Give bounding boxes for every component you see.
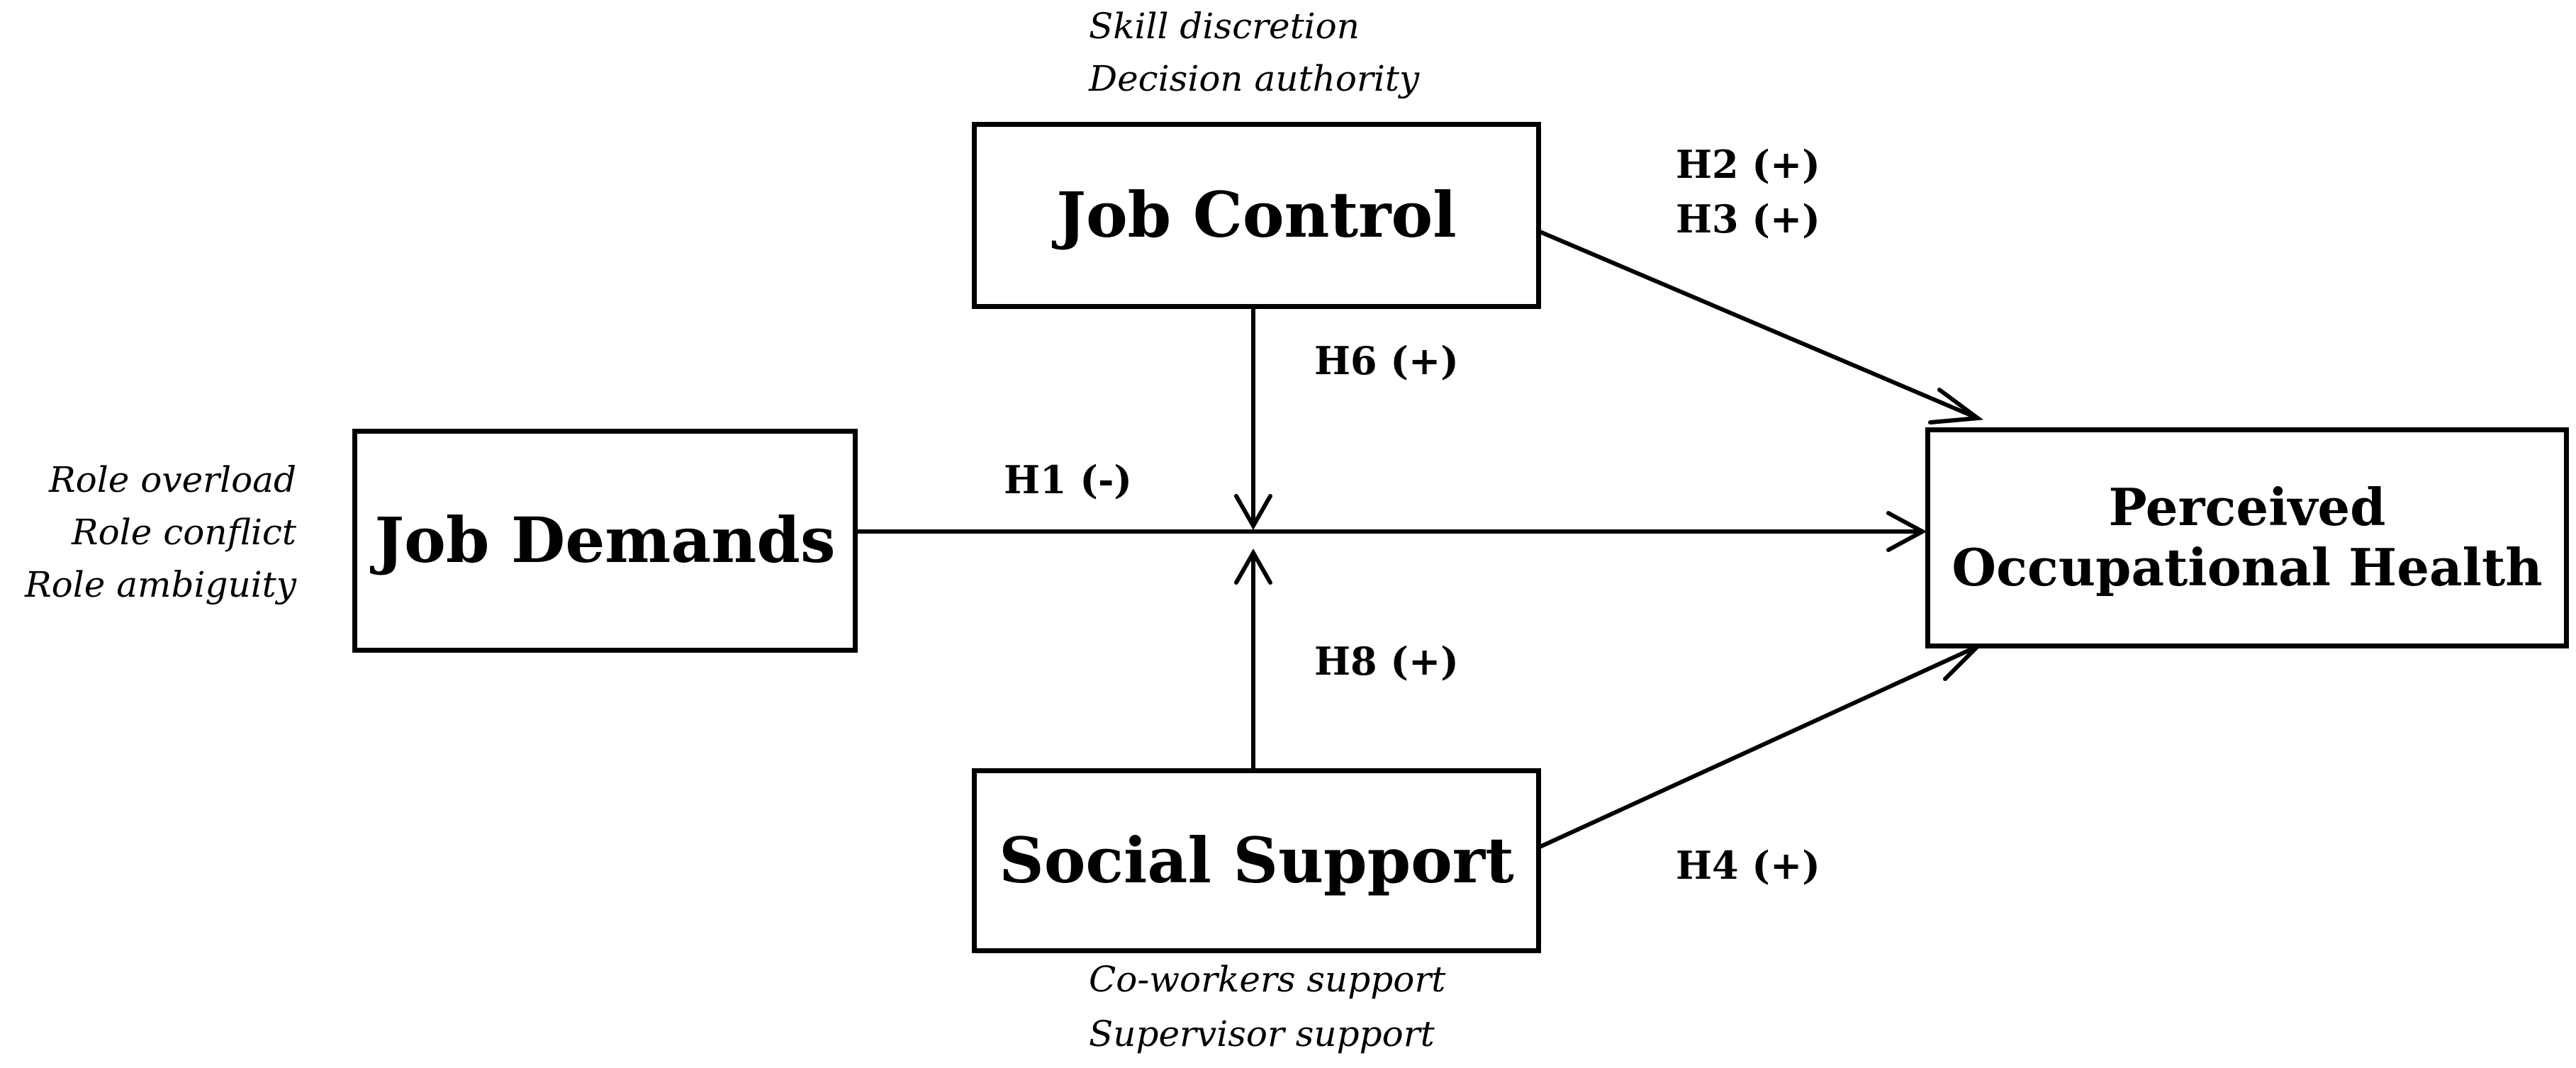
hypothesis-h2: H2 (+) bbox=[1676, 142, 1820, 187]
perceived-health-box: Perceived Occupational Health bbox=[1925, 427, 2569, 648]
job-demands-dimension-1: Role overload bbox=[49, 459, 296, 500]
job-demands-label: Job Demands bbox=[374, 503, 836, 578]
arrow-control-to-health bbox=[1536, 229, 1984, 425]
social-support-dimension-2: Supervisor support bbox=[1089, 1013, 1435, 1055]
perceived-health-line-1: Perceived bbox=[2108, 477, 2386, 538]
arrow-support-moderation bbox=[1234, 548, 1272, 770]
social-support-dimension-1: Co-workers support bbox=[1089, 959, 1446, 1000]
job-control-dimension-2: Decision authority bbox=[1089, 58, 1420, 99]
hypothesis-h6: H6 (+) bbox=[1314, 338, 1459, 383]
social-support-box: Social Support bbox=[972, 768, 1541, 953]
social-support-label: Social Support bbox=[999, 823, 1514, 897]
job-demands-dimension-3: Role ambiguity bbox=[25, 564, 296, 605]
arrow-support-to-health bbox=[1536, 642, 1983, 850]
hypothesis-h4: H4 (+) bbox=[1676, 843, 1820, 888]
hypothesis-h8: H8 (+) bbox=[1314, 639, 1459, 684]
arrow-control-moderation bbox=[1234, 307, 1272, 531]
perceived-health-label: Perceived Occupational Health bbox=[1951, 477, 2543, 598]
job-control-dimension-1: Skill discretion bbox=[1089, 6, 1360, 47]
arrow-demands-to-health bbox=[856, 511, 1927, 552]
perceived-health-line-2: Occupational Health bbox=[1951, 537, 2543, 597]
job-demands-box: Job Demands bbox=[352, 429, 858, 653]
job-control-label: Job Control bbox=[1056, 178, 1457, 252]
hypothesis-h3: H3 (+) bbox=[1676, 196, 1820, 242]
hypothesis-h1: H1 (-) bbox=[1004, 457, 1132, 502]
job-control-box: Job Control bbox=[972, 122, 1541, 309]
job-demands-dimension-2: Role conflict bbox=[72, 512, 296, 553]
